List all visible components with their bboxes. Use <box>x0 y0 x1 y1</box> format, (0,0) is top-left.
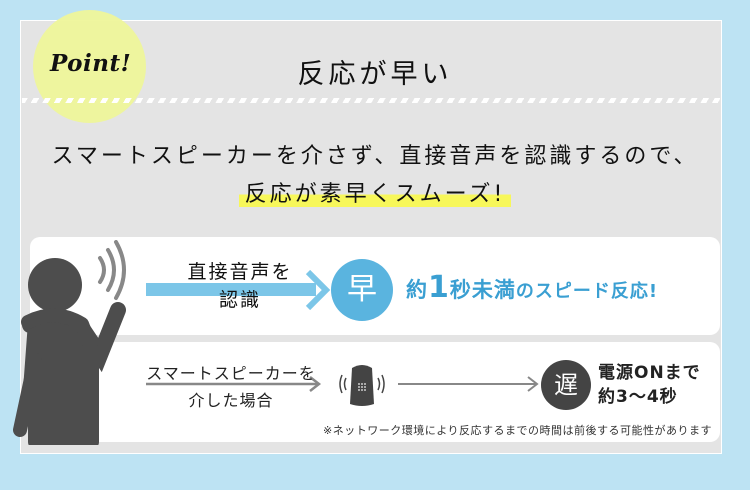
arrow-right-icon <box>398 376 539 392</box>
intro-line: スマートスピーカーを介さず、直接音声を認識するので、 <box>51 144 699 169</box>
intro-highlight: 反応が素早くスムーズ! <box>0 176 750 208</box>
slow-icon: 遅 <box>541 360 591 410</box>
sound-waves-icon <box>98 240 126 300</box>
fast-result-text: 約1秒未満のスピード反応! <box>406 270 659 305</box>
point-badge <box>33 10 146 123</box>
direct-recognition-label: 直接音声を 認識 <box>187 261 293 311</box>
fast-icon: 早 <box>331 259 393 321</box>
highlighted-text: 反応が素早くスムーズ! <box>238 182 512 207</box>
dashed-divider <box>22 98 720 103</box>
page-title: 反応が早い <box>297 59 453 90</box>
arrow-right-icon <box>146 376 322 392</box>
speaker-path-label: スマートスピーカーを 介した場合 <box>146 364 316 410</box>
footnote: ※ネットワーク環境により反応するまでの時間は前後する可能性があります <box>323 424 712 437</box>
person-speaking-icon <box>13 240 126 445</box>
smart-speaker-icon <box>339 365 385 406</box>
speaker-comparison-card <box>30 342 720 442</box>
arrow-right-icon <box>146 270 331 310</box>
slow-result-text: 電源ONまで 約3〜4秒 <box>598 363 701 407</box>
point-badge-label: Point! <box>50 50 132 77</box>
